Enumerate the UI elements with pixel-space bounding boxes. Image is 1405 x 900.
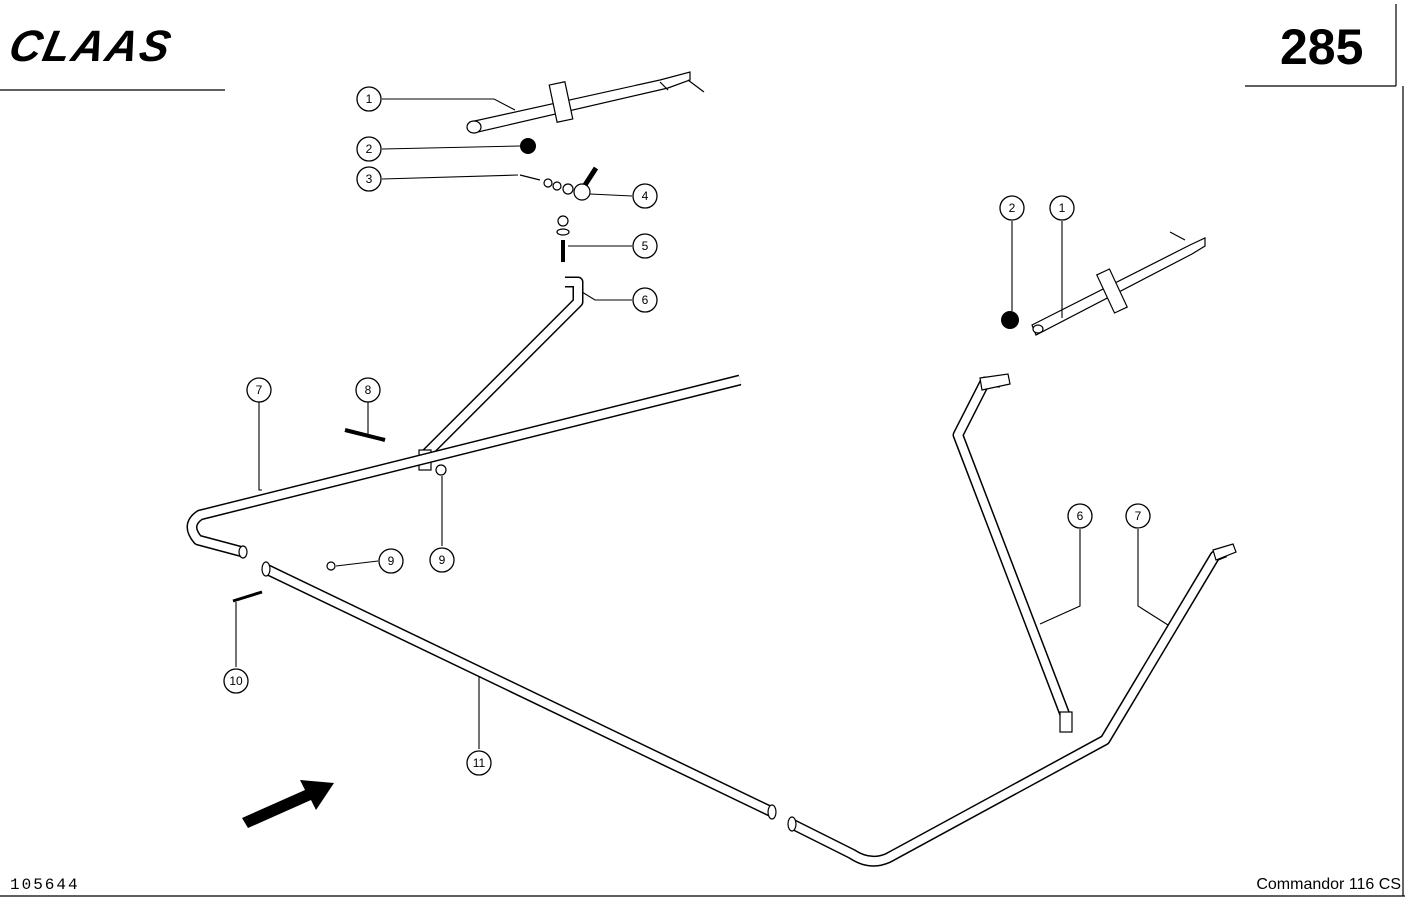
callout-right-7: 7 bbox=[1125, 503, 1151, 529]
callout-3: 3 bbox=[356, 166, 382, 192]
bracket-part-1-left bbox=[466, 71, 705, 134]
svg-text:6: 6 bbox=[1077, 509, 1084, 523]
callout-right-6: 6 bbox=[1067, 503, 1093, 529]
svg-text:3: 3 bbox=[366, 172, 373, 186]
svg-text:5: 5 bbox=[642, 239, 649, 253]
callout-9-lower: 9 bbox=[378, 548, 404, 574]
svg-text:1: 1 bbox=[1059, 201, 1066, 215]
knob-part-2-right bbox=[1001, 311, 1019, 329]
strut-part-6-right bbox=[952, 373, 1073, 733]
svg-text:9: 9 bbox=[388, 554, 395, 568]
svg-text:7: 7 bbox=[256, 383, 263, 397]
callout-6: 6 bbox=[632, 287, 658, 313]
handle-part-4 bbox=[573, 166, 599, 201]
svg-text:11: 11 bbox=[473, 756, 486, 770]
svg-text:7: 7 bbox=[1135, 509, 1142, 523]
callout-8: 8 bbox=[355, 377, 381, 403]
leader-lines bbox=[235, 98, 1169, 749]
callout-right-2: 2 bbox=[999, 195, 1025, 221]
svg-text:1: 1 bbox=[366, 92, 373, 106]
drawing-number: 105644 bbox=[10, 876, 80, 894]
bolt-part-3 bbox=[519, 174, 574, 195]
svg-text:2: 2 bbox=[1009, 201, 1016, 215]
callout-9-upper: 9 bbox=[429, 547, 455, 573]
callout-11: 11 bbox=[466, 750, 492, 776]
svg-text:2: 2 bbox=[366, 142, 373, 156]
bolt-part-10 bbox=[232, 590, 263, 603]
knob-part-2-left bbox=[520, 138, 536, 154]
svg-text:6: 6 bbox=[642, 293, 649, 307]
tube-part-11 bbox=[261, 561, 777, 820]
callout-4: 4 bbox=[632, 183, 658, 209]
nut-part-9-lower bbox=[326, 561, 336, 571]
nut-part-9-upper bbox=[435, 464, 447, 476]
callout-5: 5 bbox=[632, 233, 658, 259]
screw-part-5 bbox=[556, 215, 570, 262]
svg-text:4: 4 bbox=[642, 189, 649, 203]
svg-text:9: 9 bbox=[439, 553, 446, 567]
arrow-icon bbox=[242, 780, 334, 828]
bolt-part-8 bbox=[344, 428, 386, 442]
callout-1: 1 bbox=[356, 86, 382, 112]
model-name: Commandor 116 CS bbox=[1256, 876, 1401, 893]
frame-part-7-right bbox=[787, 543, 1237, 867]
frame-part-7-left bbox=[186, 374, 742, 559]
callout-10: 10 bbox=[223, 668, 249, 694]
callout-right-1: 1 bbox=[1049, 195, 1075, 221]
bracket-part-1-right bbox=[1031, 231, 1206, 336]
callout-7: 7 bbox=[246, 377, 272, 403]
callout-2: 2 bbox=[356, 136, 382, 162]
svg-text:10: 10 bbox=[229, 674, 243, 688]
page-frame-lines bbox=[0, 4, 1405, 897]
svg-text:8: 8 bbox=[365, 383, 372, 397]
page-number: 285 bbox=[1280, 19, 1364, 75]
